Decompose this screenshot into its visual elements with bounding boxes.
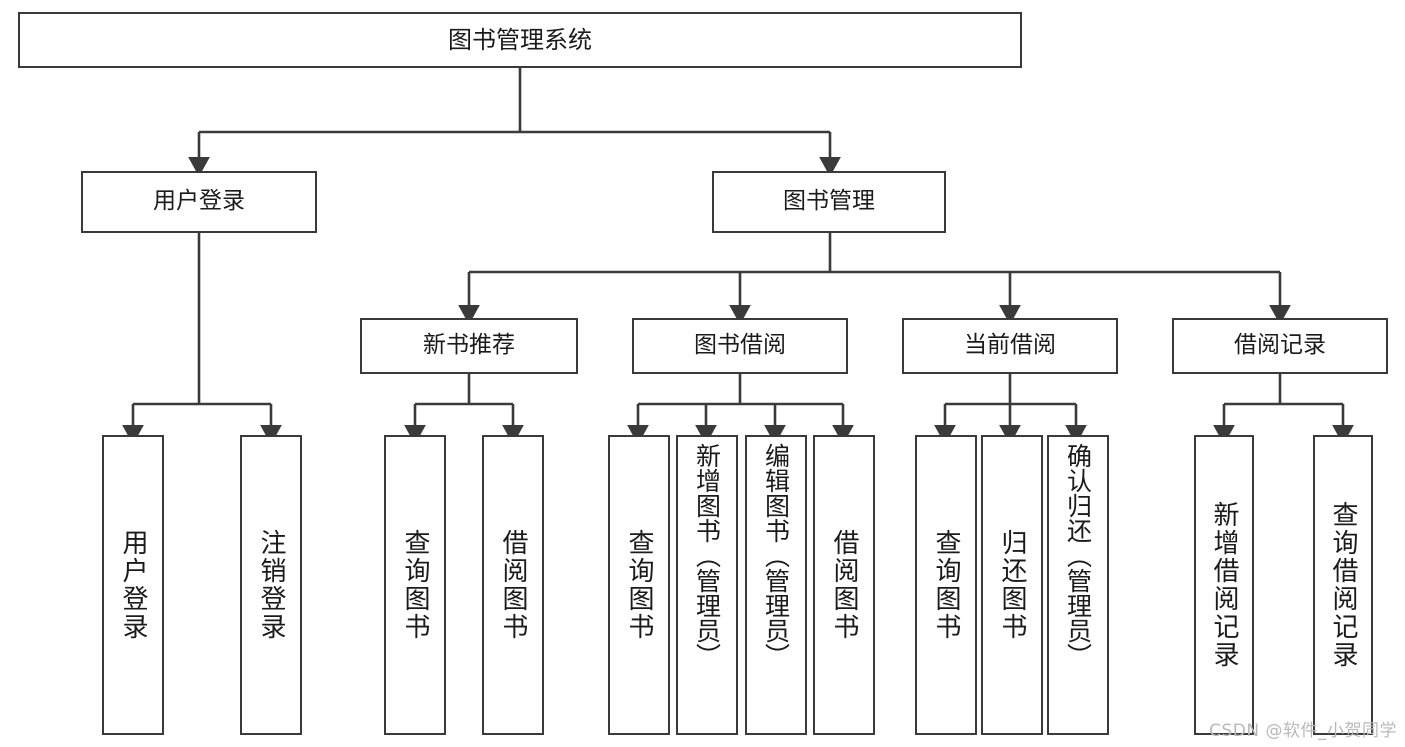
leaf-borrow-book-borrow[interactable]: 借阅图书 <box>813 435 875 735</box>
leaf-edit-book-admin[interactable]: 编辑图书（管理员） <box>745 435 807 735</box>
node-label: 注销登录 <box>256 529 286 641</box>
leaf-query-book-recommend[interactable]: 查询图书 <box>384 435 446 735</box>
leaf-logout-login[interactable]: 注销登录 <box>240 435 302 735</box>
node-book-borrow[interactable]: 图书借阅 <box>632 318 848 374</box>
node-new-book-recommend[interactable]: 新书推荐 <box>360 318 578 374</box>
node-label: 图书管理系统 <box>448 25 592 54</box>
node-current-borrow[interactable]: 当前借阅 <box>902 318 1118 374</box>
node-borrow-record[interactable]: 借阅记录 <box>1172 318 1388 374</box>
node-label: 用户登录 <box>153 188 245 215</box>
node-label: 新增借阅记录 <box>1209 501 1239 669</box>
leaf-user-login[interactable]: 用户登录 <box>102 435 164 735</box>
leaf-confirm-return-admin[interactable]: 确认归还（管理员） <box>1047 435 1109 735</box>
leaf-query-borrow-record[interactable]: 查询借阅记录 <box>1313 435 1373 735</box>
node-label: 借阅图书 <box>498 529 528 641</box>
node-user-login[interactable]: 用户登录 <box>81 171 317 233</box>
node-label: 查询图书 <box>931 529 961 641</box>
node-label: 查询图书 <box>400 529 430 641</box>
node-label: 查询借阅记录 <box>1328 501 1358 669</box>
node-label: 当前借阅 <box>964 332 1056 359</box>
node-label: 归还图书 <box>997 529 1027 641</box>
node-label: 借阅图书 <box>829 529 859 641</box>
node-label: 图书管理 <box>783 188 875 215</box>
node-label: 图书借阅 <box>694 332 786 359</box>
node-label: 查询图书 <box>624 529 654 641</box>
leaf-return-book[interactable]: 归还图书 <box>981 435 1043 735</box>
leaf-add-book-admin[interactable]: 新增图书（管理员） <box>676 435 738 735</box>
leaf-query-book-current[interactable]: 查询图书 <box>915 435 977 735</box>
leaf-add-borrow-record[interactable]: 新增借阅记录 <box>1194 435 1254 735</box>
node-root-library-system[interactable]: 图书管理系统 <box>18 12 1022 68</box>
node-label: 确认归还（管理员） <box>1063 443 1093 668</box>
node-label: 新书推荐 <box>423 332 515 359</box>
node-label: 借阅记录 <box>1234 332 1326 359</box>
node-label: 用户登录 <box>118 529 148 641</box>
node-label: 新增图书（管理员） <box>692 443 722 668</box>
leaf-borrow-book-recommend[interactable]: 借阅图书 <box>482 435 544 735</box>
leaf-query-book-borrow[interactable]: 查询图书 <box>608 435 670 735</box>
node-book-management[interactable]: 图书管理 <box>712 171 946 233</box>
node-label: 编辑图书（管理员） <box>761 443 791 668</box>
